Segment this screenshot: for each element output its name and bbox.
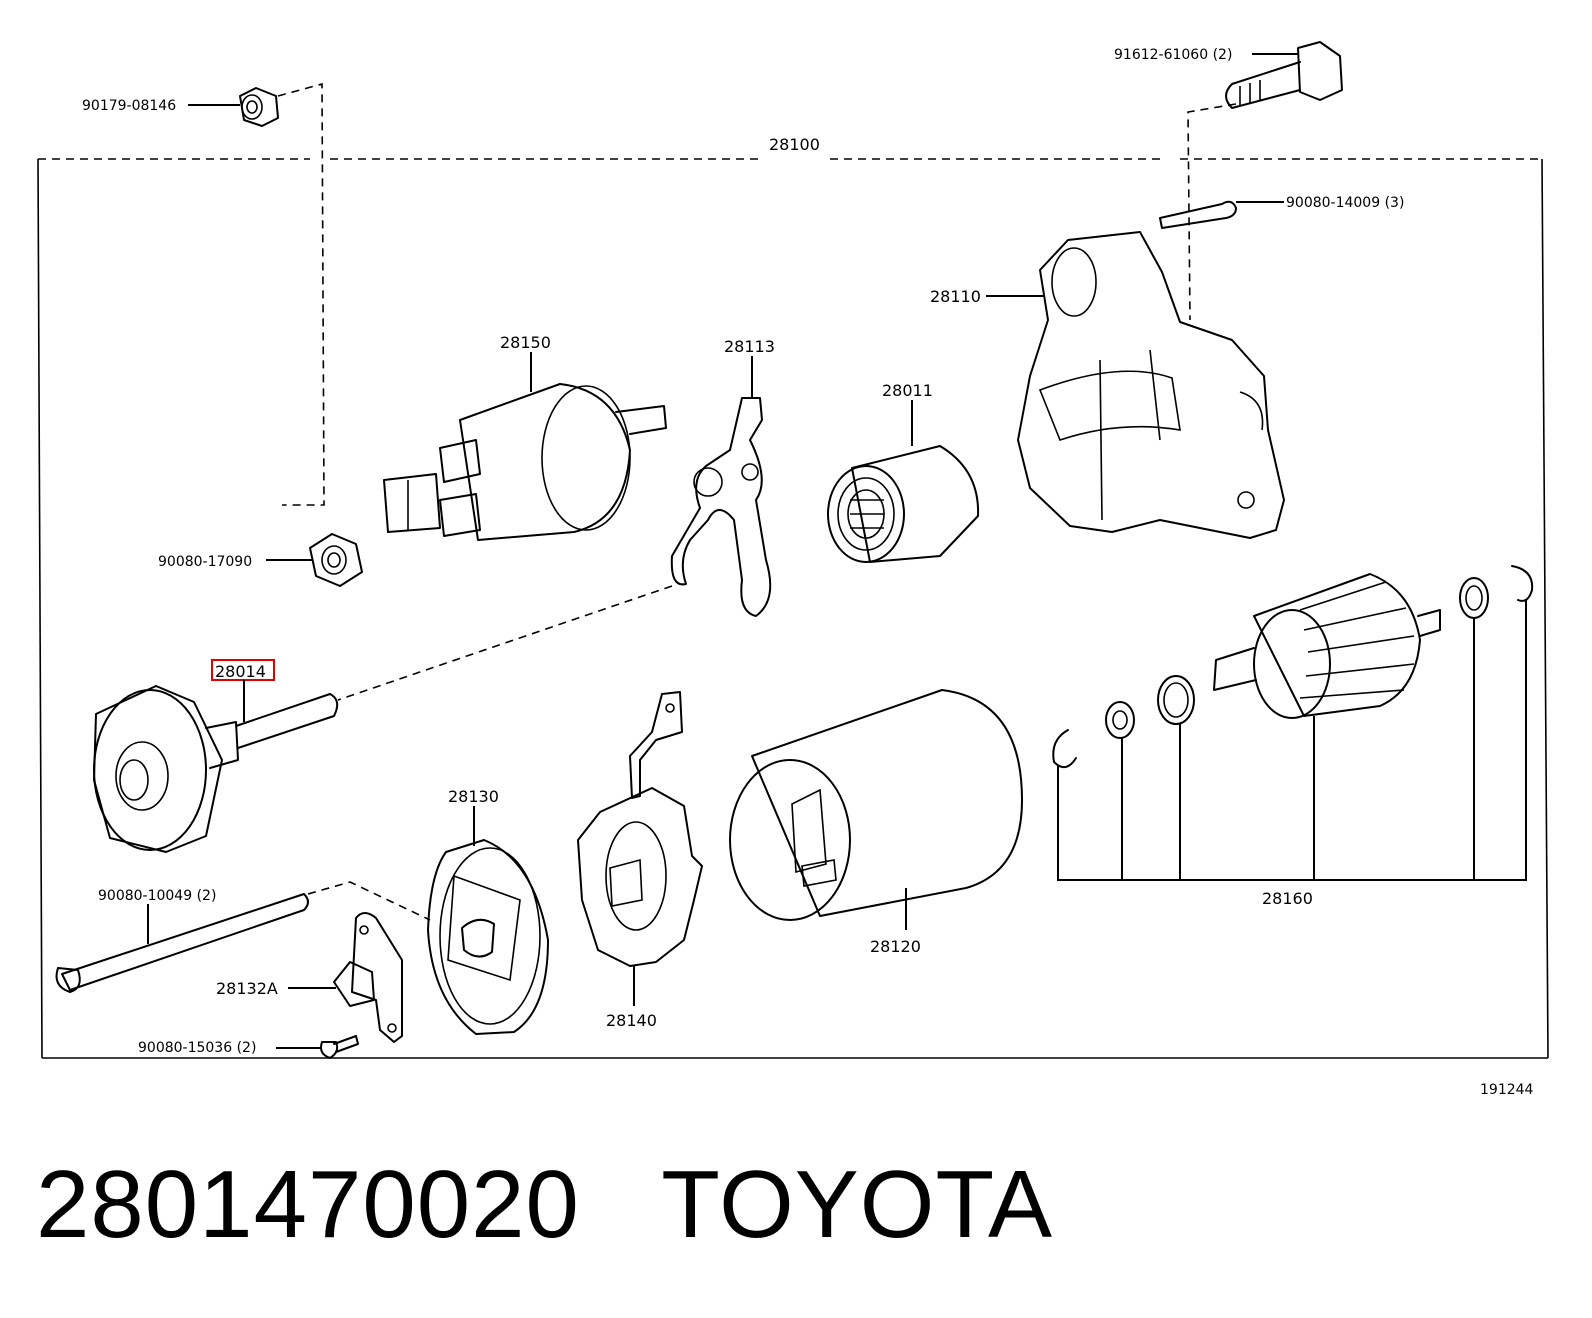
gear-assembly-28014-icon [93,685,339,853]
label-28130: 28130 [448,787,499,806]
clutch-28011-icon [827,445,980,563]
label-90179-08146: 90179-08146 [82,98,176,114]
label-91612-61060: 91612-61060 (2) [1114,47,1232,63]
label-28132A: 28132A [216,979,278,998]
screw-90080-14009-icon [1159,200,1237,229]
label-28113: 28113 [724,337,775,356]
drawing-number: 191244 [1480,1082,1534,1098]
label-28014: 28014 [215,662,266,681]
assembly-label: 28100 [769,135,820,154]
caption: 2801470020 TOYOTA [36,1150,1053,1260]
yoke-28120-icon [729,689,1023,921]
label-28120: 28120 [870,937,921,956]
dashed-link-90179 [277,82,325,506]
label-90080-10049: 90080-10049 (2) [98,888,216,904]
label-28150: 28150 [500,333,551,352]
screw-90080-15036-icon [320,1035,359,1059]
washer-set-icon [1052,565,1534,769]
through-bolt-90080-10049-icon [55,893,309,993]
caption-brand: TOYOTA [661,1151,1054,1258]
nut-90080-17090-icon [309,533,363,587]
brush-holder-28140-icon [577,691,703,967]
lever-28113-icon [670,397,772,617]
nut-90179-icon [239,87,279,127]
armature-28160-icon [1213,573,1441,719]
label-28110: 28110 [930,287,981,306]
leader-28160-bracket [1057,600,1527,881]
label-28011: 28011 [882,381,933,400]
caption-part-number: 2801470020 [36,1151,580,1258]
housing-28110-icon [1017,231,1285,539]
dashed-link-91612 [1187,103,1237,321]
label-90080-17090: 90080-17090 [158,554,252,570]
solenoid-28150-icon [383,383,667,541]
label-28160: 28160 [1262,889,1313,908]
dashed-link-28130 [307,881,431,921]
dashed-link-28113 [337,585,673,701]
end-frame-28130-icon [427,839,549,1035]
label-90080-15036: 90080-15036 (2) [138,1040,256,1056]
label-28140: 28140 [606,1011,657,1030]
bolt-91612-icon [1225,41,1343,109]
assembly-frame [37,158,1549,1059]
bracket-28132A-icon [333,912,403,1043]
label-90080-14009: 90080-14009 (3) [1286,195,1404,211]
